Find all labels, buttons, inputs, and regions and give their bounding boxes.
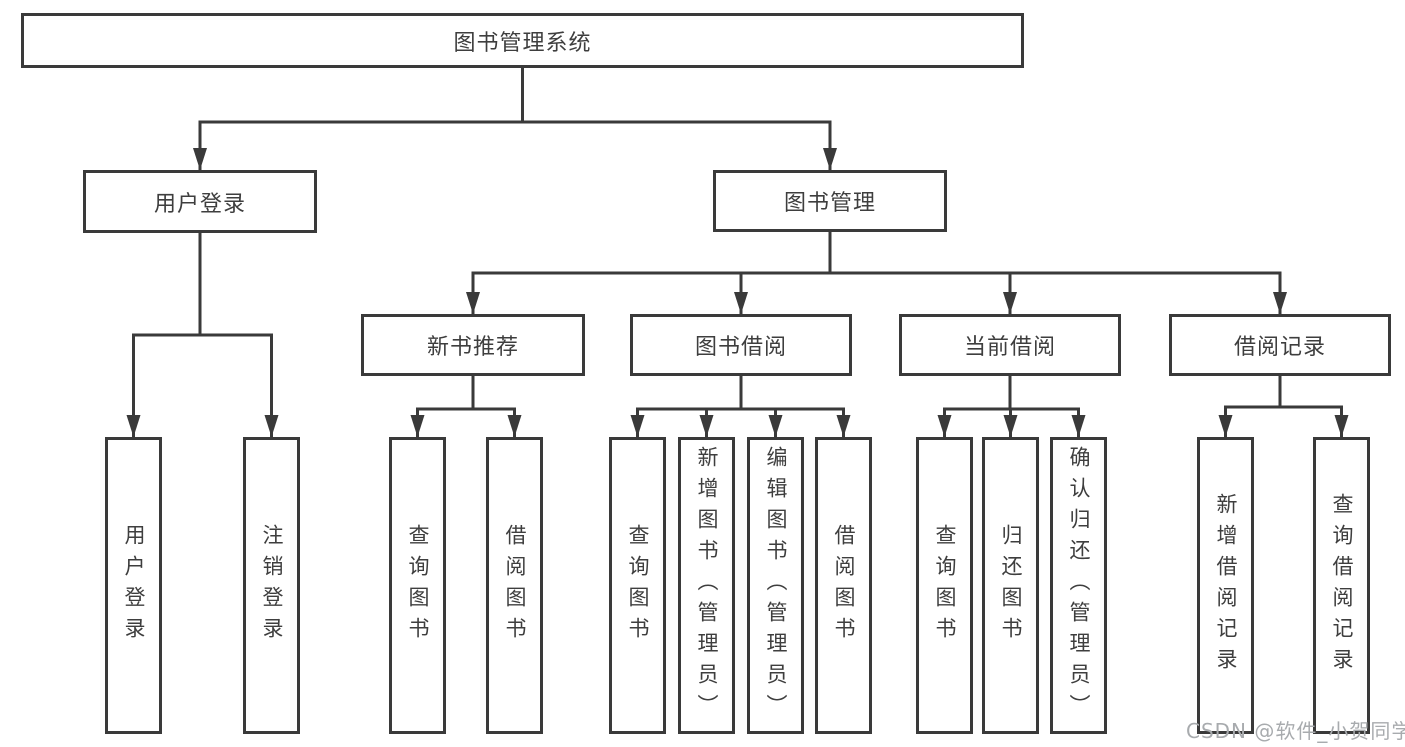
leaf-add-borrow-record: 新增借阅记录 [1197,437,1254,734]
leaf-label: 新增借阅记录 [1214,492,1238,679]
leaf-label: 查询图书 [933,523,957,648]
node-label: 用户登录 [153,191,246,217]
leaf-label: 归还图书 [999,523,1023,648]
node-label: 当前借阅 [963,335,1056,360]
watermark: CSDN @软件_小贺同学 [1186,719,1405,743]
connector-current-borrowing [937,376,1086,437]
leaf-query-books-current: 查询图书 [916,437,973,734]
leaf-query-books-recommend: 查询图书 [389,437,446,734]
node-user-login: 用户登录 [83,170,317,233]
leaf-query-borrow-record: 查询借阅记录 [1313,437,1370,734]
node-book-borrowing: 图书借阅 [630,314,852,376]
connector-new-book-recommendation [410,376,522,437]
leaf-label: 用户登录 [122,523,146,648]
leaf-label: 借阅图书 [503,523,527,648]
leaf-label: 查询图书 [626,523,650,648]
leaf-confirm-return-admin: 确认归还（管理员） [1050,437,1107,734]
node-label: 图书管理系统 [453,30,592,56]
leaf-borrow-books-recommend: 借阅图书 [486,437,543,734]
leaf-label: 确认归还（管理员） [1067,446,1091,725]
node-new-book-recommendation: 新书推荐 [361,314,585,376]
connector-book-borrowing [630,376,851,437]
connector-borrowing-records [1218,376,1349,437]
leaf-logout: 注销登录 [243,437,300,734]
node-book-management: 图书管理 [713,170,947,232]
connector-root-to-level1 [193,68,837,170]
leaf-label: 查询借阅记录 [1330,492,1354,679]
leaf-query-books-borrowing: 查询图书 [609,437,666,734]
node-label: 新书推荐 [426,335,519,360]
leaf-edit-book-admin: 编辑图书（管理员） [747,437,804,734]
leaf-return-book: 归还图书 [982,437,1039,734]
leaf-borrow-books: 借阅图书 [815,437,872,734]
node-borrowing-records: 借阅记录 [1169,314,1391,376]
leaf-label: 注销登录 [260,523,284,648]
leaf-add-book-admin: 新增图书（管理员） [678,437,735,734]
node-library-management-system: 图书管理系统 [21,13,1024,68]
connector-book-management-branch [466,232,1287,314]
node-label: 借阅记录 [1233,335,1326,360]
leaf-user-login: 用户登录 [105,437,162,734]
node-label: 图书借阅 [694,335,787,360]
leaf-label: 查询图书 [406,523,430,648]
leaf-label: 编辑图书（管理员） [764,446,788,725]
connector-user-login-branch [126,233,279,437]
node-current-borrowing: 当前借阅 [899,314,1121,376]
node-label: 图书管理 [783,191,876,216]
leaf-label: 新增图书（管理员） [695,446,719,725]
leaf-label: 借阅图书 [832,523,856,648]
